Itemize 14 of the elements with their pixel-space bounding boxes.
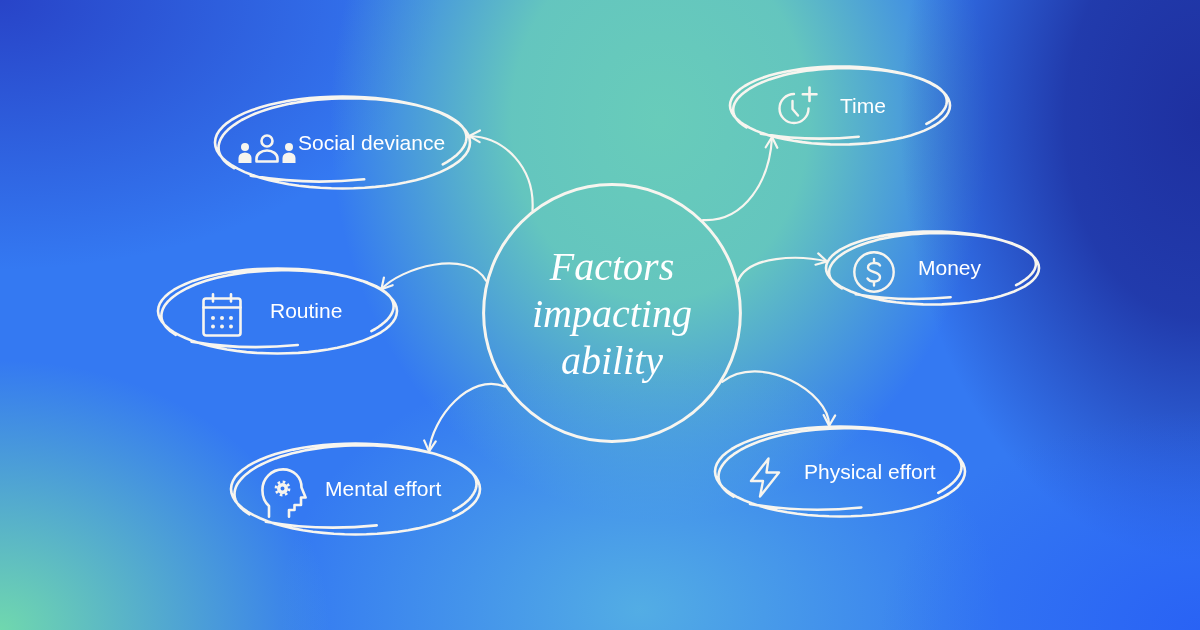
curved-arrow xyxy=(423,382,506,453)
factor-label: Mental effort xyxy=(325,476,442,502)
curved-arrow xyxy=(736,252,829,283)
curved-arrow xyxy=(380,262,488,291)
factor-label: Social deviance xyxy=(298,129,446,156)
factor-label: Time xyxy=(840,92,886,119)
hub-circle xyxy=(482,183,742,443)
factor-label: Money xyxy=(918,255,982,281)
factor-label: Routine xyxy=(270,298,343,324)
factor-label: Physical effort xyxy=(804,458,936,485)
curved-arrow xyxy=(468,130,534,212)
curved-arrow xyxy=(701,135,778,222)
curved-arrow xyxy=(721,370,835,427)
hub-title: Factors impacting ability xyxy=(531,242,693,384)
